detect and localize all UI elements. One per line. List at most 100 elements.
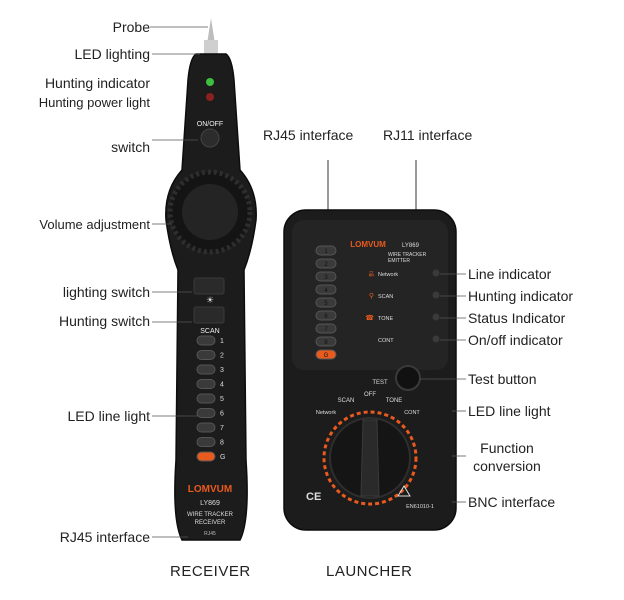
label-led-lighting: LED lighting	[74, 46, 151, 62]
receiver-led-5	[196, 393, 216, 404]
status-scan-text: SCAN	[378, 294, 393, 300]
launcher-led-6	[315, 310, 337, 321]
test-button[interactable]	[395, 365, 421, 391]
launcher-led-4	[315, 284, 337, 295]
label-volume-adjustment: Volume adjustment	[39, 217, 150, 232]
hunting-indicator-led	[206, 78, 214, 86]
launcher-led-label-3: 3	[324, 275, 328, 281]
dial-ring	[322, 410, 418, 506]
dial-knob-grip	[360, 419, 380, 497]
launcher-led-7	[315, 323, 337, 334]
receiver-led-label-8: 8	[220, 440, 224, 447]
label-rj11-interface: RJ11 interface	[383, 127, 473, 143]
launcher-model: LY869	[402, 243, 420, 249]
status-cont-text: CONT	[378, 338, 394, 344]
launcher-brand: LOMVUM	[350, 240, 386, 249]
warning-icon	[397, 485, 411, 497]
label-switch: switch	[111, 139, 150, 155]
network-icon: 品	[368, 271, 374, 278]
volume-wheel-center	[182, 184, 238, 240]
label-hunting-indicator-right: Hunting indicator	[468, 288, 574, 304]
dial-off-text: OFF	[364, 392, 376, 398]
receiver-led-label-2: 2	[220, 353, 224, 360]
receiver-body	[165, 53, 257, 541]
dial-network-text: Network	[316, 410, 336, 416]
dial-tone-text: TONE	[386, 398, 403, 404]
standard-text: EN61010-1	[406, 504, 434, 510]
label-onoff-indicator: On/off indicator	[468, 332, 563, 348]
receiver-led-4	[196, 379, 216, 389]
lighting-switch[interactable]	[193, 277, 225, 295]
dial-test-text: TEST	[372, 380, 388, 386]
receiver-led-label-6: 6	[220, 411, 224, 418]
hunting-power-led	[206, 93, 214, 101]
launcher-led-label-7: 7	[324, 327, 328, 333]
receiver-scan-text: SCAN	[200, 328, 219, 335]
receiver-model: LY869	[200, 500, 220, 507]
caption-receiver: RECEIVER	[170, 563, 251, 580]
label-rj45-interface-top: RJ45 interface	[263, 127, 354, 143]
launcher-led-column: 1 2 3 4 5 6 7 8G	[315, 245, 337, 360]
ce-mark: CE	[306, 491, 321, 503]
status-tone-text: TONE	[378, 316, 394, 322]
launcher-line1: WIRE TRACKER	[388, 252, 427, 258]
status-network-text: Network	[378, 272, 398, 278]
launcher-led-label-8: 8	[324, 340, 328, 346]
hunting-switch[interactable]	[193, 306, 225, 324]
receiver-led-8	[196, 437, 216, 447]
launcher-led-G	[315, 349, 337, 360]
label-probe: Probe	[112, 19, 150, 35]
launcher-led-label-G: G	[324, 353, 329, 359]
label-status-indicator: Status Indicator	[468, 310, 566, 326]
launcher-led-label-1: 1	[324, 249, 328, 255]
label-hunting-power-light: Hunting power light	[38, 95, 150, 110]
label-hunting-switch: Hunting switch	[58, 313, 150, 329]
line-indicator-led	[432, 269, 440, 277]
tone-phone-icon: ☎	[365, 314, 374, 322]
receiver-led-6	[196, 408, 216, 418]
launcher-led-5	[315, 297, 337, 308]
label-rj45-interface-bottom: RJ45 interface	[59, 529, 150, 545]
light-symbol: ☀	[206, 295, 214, 305]
label-conversion: conversion	[473, 458, 541, 474]
onoff-button[interactable]	[200, 128, 220, 148]
leader-lines	[150, 26, 466, 538]
launcher-led-1	[315, 245, 337, 256]
receiver-led-label-G: G	[220, 454, 225, 461]
hunting-indicator-led	[432, 291, 440, 299]
receiver-led-label-7: 7	[220, 425, 224, 432]
receiver-line2: RECEIVER	[195, 520, 226, 526]
receiver-port: RJ45	[204, 531, 216, 537]
launcher-led-label-4: 4	[324, 288, 328, 294]
receiver-led-G	[196, 451, 216, 462]
launcher-led-label-2: 2	[324, 262, 328, 268]
probe-collar	[204, 40, 218, 54]
receiver-led-label-3: 3	[220, 367, 224, 374]
launcher-led-3	[315, 271, 337, 282]
launcher-led-label-6: 6	[324, 314, 328, 320]
label-hunting-indicator: Hunting indicator	[44, 75, 150, 91]
scan-search-icon: ⚲	[369, 292, 374, 300]
receiver-led-7	[196, 422, 216, 433]
receiver-led-label-4: 4	[220, 382, 224, 389]
receiver-led-1	[196, 335, 216, 346]
launcher-device: LOMVUM LY869 WIRE TRACKER EMITTER 1 2 3 4 5 6…	[283, 160, 457, 531]
launcher-led-8	[315, 336, 337, 347]
label-led-line-light-right: LED line light	[468, 403, 551, 419]
label-test-button: Test button	[468, 371, 537, 387]
launcher-line2: EMITTER	[388, 258, 410, 264]
status-indicator-led	[432, 313, 440, 321]
launcher-led-2	[315, 258, 337, 269]
launcher-led-label-5: 5	[324, 301, 328, 307]
dial-cont-text: CONT	[404, 410, 420, 416]
label-led-line-light: LED line light	[67, 408, 151, 424]
onoff-indicator-led	[432, 335, 440, 343]
label-lighting-switch: lighting switch	[62, 284, 150, 300]
caption-launcher: LAUNCHER	[326, 563, 413, 580]
label-function: Function	[480, 440, 534, 456]
label-line-indicator: Line indicator	[468, 266, 552, 282]
